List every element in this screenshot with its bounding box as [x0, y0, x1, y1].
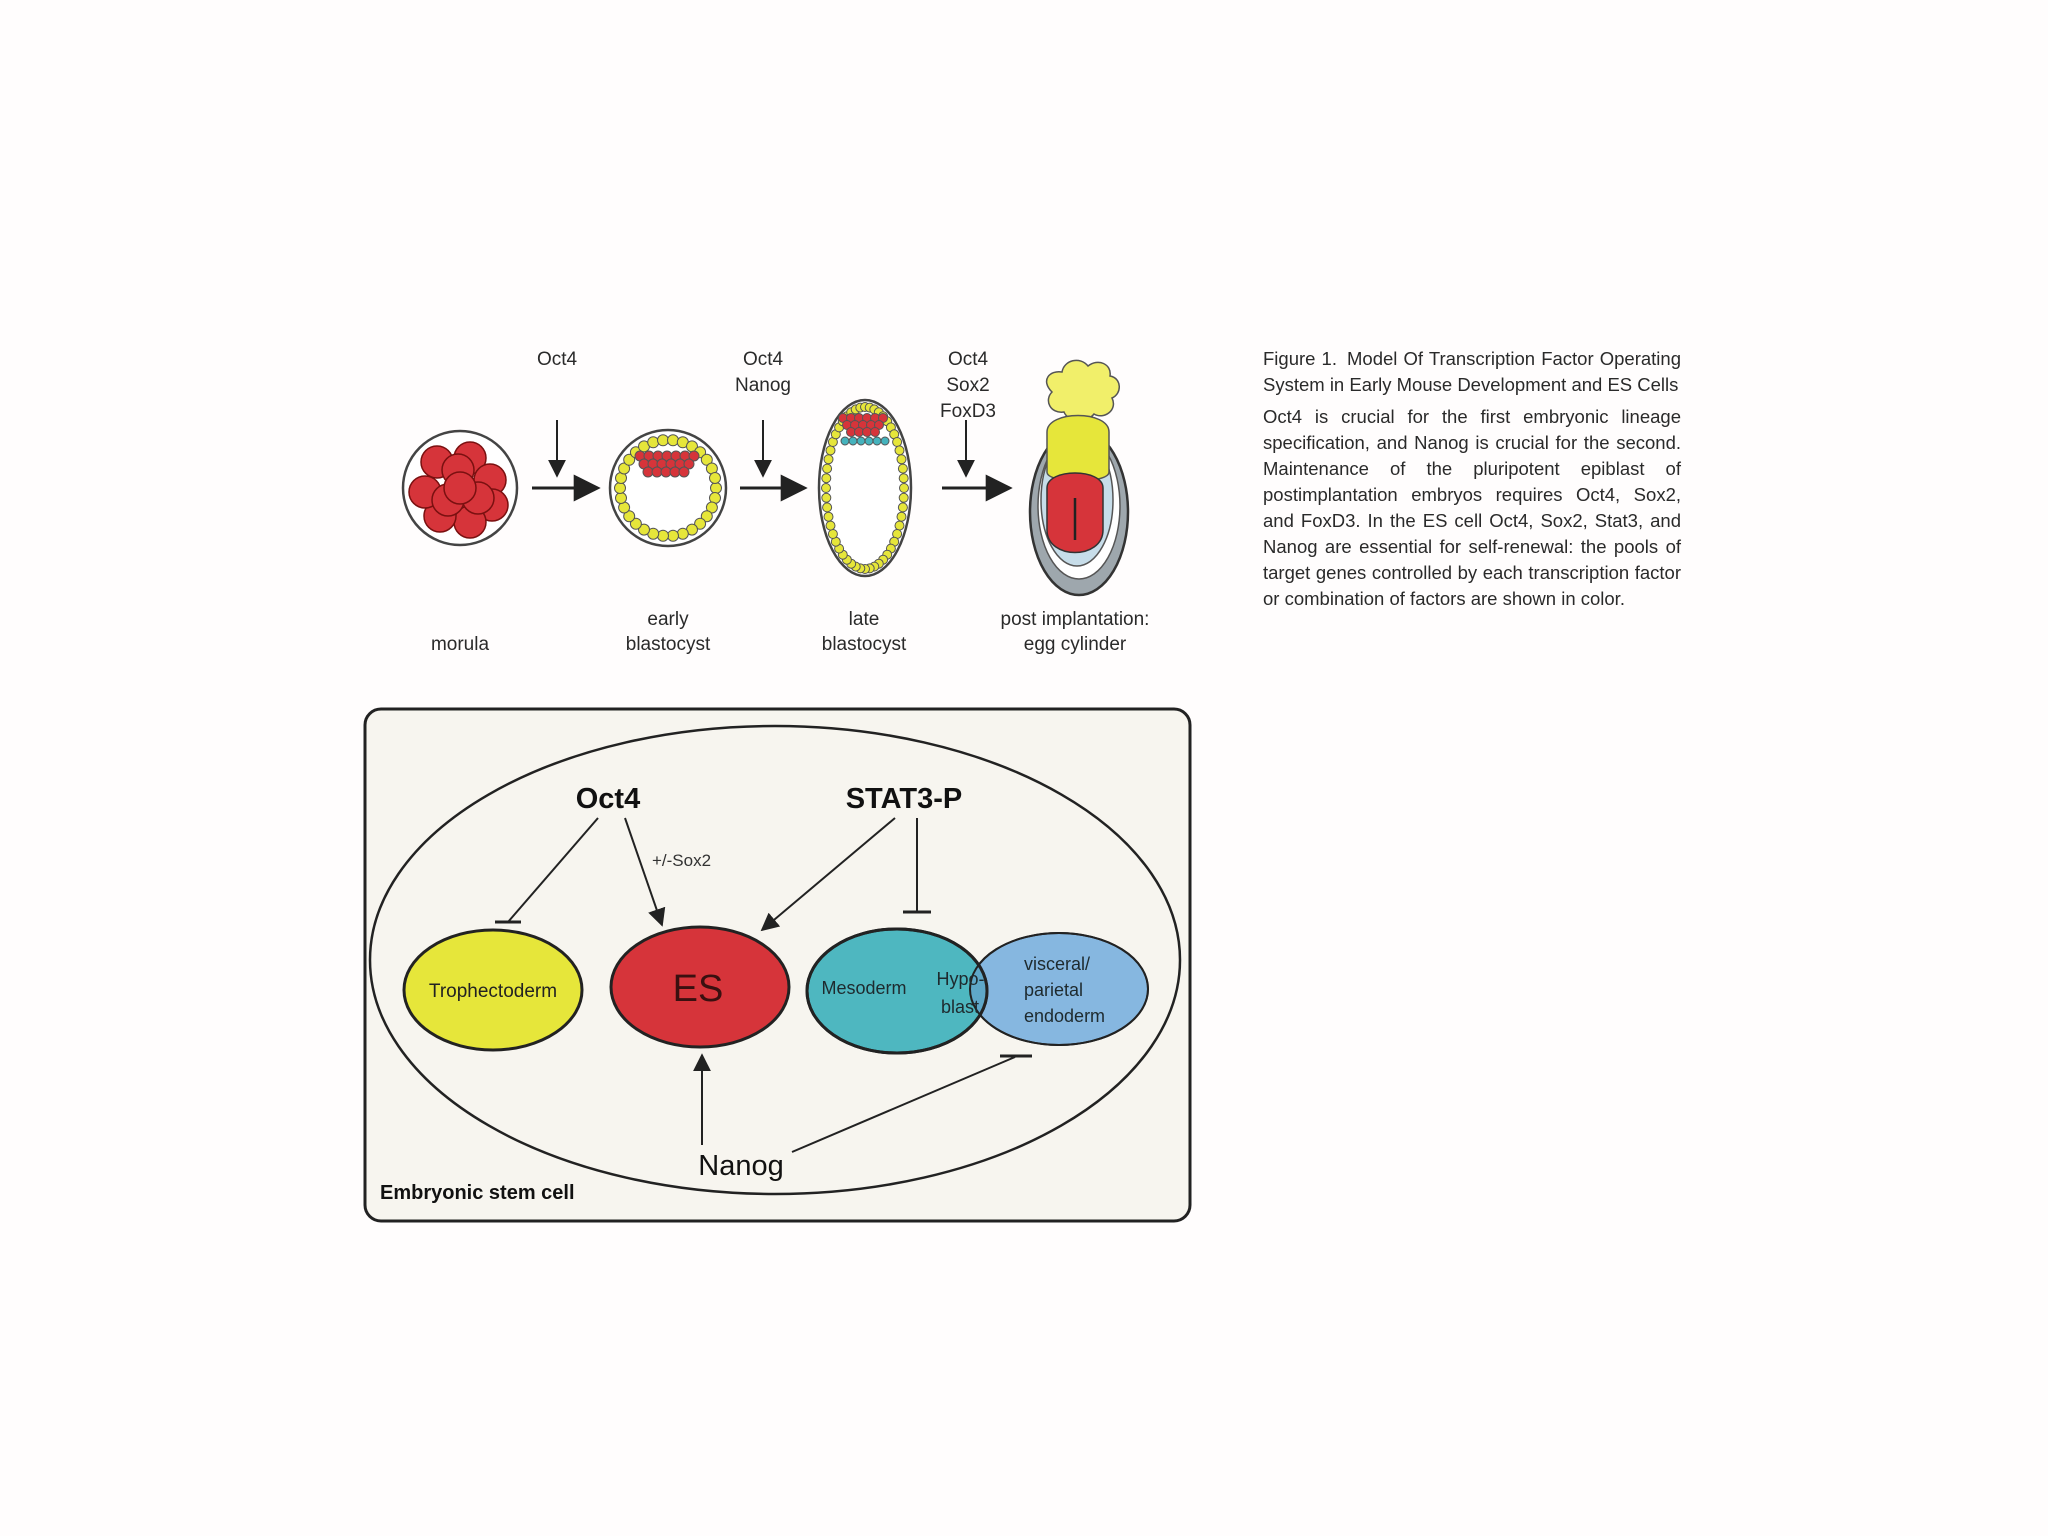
late-blastocyst-embryo — [817, 398, 913, 578]
trophectoderm-cell — [667, 529, 679, 542]
trophectoderm-cell — [710, 482, 722, 494]
endoderm-label: visceral/ parietal endoderm — [1024, 954, 1105, 1026]
trophectoderm-cell — [623, 453, 636, 466]
trophectoderm-cell — [705, 501, 718, 514]
primitive-endoderm-cell — [856, 436, 866, 446]
trophectoderm-cell — [896, 454, 907, 465]
trophectoderm-cell — [821, 492, 832, 503]
es-node — [609, 925, 791, 1049]
trophectoderm-cell — [896, 511, 907, 522]
trophectoderm-cell — [897, 502, 908, 513]
trophectoderm-cell — [823, 454, 834, 465]
trophectoderm-cell — [898, 492, 909, 503]
embryonic-stem-cell-label: Embryonic stem cell — [380, 1182, 575, 1204]
trophectoderm-cell — [623, 510, 636, 523]
trophectoderm-cell — [657, 529, 669, 542]
inner-cell-mass-cell — [683, 458, 695, 470]
trophectoderm-cell — [899, 483, 909, 493]
mesoderm-label: Mesoderm — [821, 978, 906, 998]
morula-embryo — [401, 429, 519, 547]
caption-title-text: Model Of Transcription Factor Operating … — [1263, 348, 1681, 395]
es-cell-diagram: Trophectoderm ES Mesoderm Hypo- blast vi… — [363, 707, 1192, 1223]
trophectoderm-cell — [614, 482, 626, 494]
figure-number: Figure 1. — [1263, 348, 1337, 369]
trophectoderm-cell — [657, 434, 669, 447]
es-label: ES — [673, 968, 724, 1010]
trophectoderm-cell — [647, 436, 660, 449]
trophectoderm-cell — [638, 523, 650, 536]
caption-title: Figure 1.Model Of Transcription Factor O… — [1263, 346, 1681, 398]
trophectoderm-cell — [667, 434, 679, 447]
oct4-regulator-label: Oct4 — [576, 783, 640, 815]
stat3-activates-es — [760, 817, 896, 932]
trophectoderm-cell — [897, 463, 908, 474]
stage-label-morula: morula — [431, 634, 490, 655]
trophectoderm-cell — [700, 453, 713, 466]
trophectoderm-node — [402, 928, 584, 1052]
trophectoderm-cell — [676, 527, 689, 540]
oct4-activates-es — [624, 817, 666, 927]
early-blastocyst-embryo — [608, 428, 728, 548]
trophectoderm-cell — [821, 483, 831, 493]
stat3-regulator-label: STAT3-P — [846, 783, 963, 815]
trophectoderm-cell — [823, 511, 834, 522]
morula-cell — [443, 471, 477, 505]
inner-cell-mass-cell — [688, 450, 700, 462]
trophectoderm-cell — [694, 517, 707, 530]
trophectoderm-cell — [825, 520, 836, 531]
primitive-endoderm-cell — [880, 436, 890, 446]
trophectoderm-cell — [700, 510, 713, 523]
trophectoderm-cell — [615, 492, 627, 504]
stage-label-egg-cylinder: post implantation:egg cylinder — [1001, 609, 1150, 655]
sox2-note: +/-Sox2 — [652, 851, 711, 870]
trophectoderm-cell — [894, 520, 905, 531]
trophectoderm-label: Trophectoderm — [429, 981, 557, 1002]
primitive-endoderm-cell — [848, 436, 858, 446]
trophectoderm-cell — [822, 502, 833, 513]
primitive-endoderm-cell — [872, 436, 882, 446]
oct4-inhibits-trophectoderm — [507, 817, 599, 923]
trophectoderm-cell — [709, 472, 721, 484]
factor-label-1: Oct4 — [537, 349, 578, 370]
trophectoderm-cell — [892, 437, 903, 447]
trophectoderm-cell — [898, 473, 909, 484]
trophectoderm-cell — [825, 445, 836, 456]
inner-cell-mass-cell — [678, 466, 690, 478]
figure-caption: Figure 1.Model Of Transcription Factor O… — [1263, 346, 1681, 612]
nanog-regulator-label: Nanog — [698, 1150, 783, 1182]
trophectoderm-cell — [821, 473, 832, 484]
trophectoderm-cell — [827, 529, 838, 539]
trophectoderm-cell — [629, 517, 642, 530]
primitive-endoderm-cell — [864, 436, 874, 446]
trophectoderm-cell — [618, 462, 631, 475]
trophectoderm-cell — [822, 463, 833, 474]
caption-body: Oct4 is crucial for the first embryonic … — [1263, 406, 1681, 609]
trophectoderm-cell — [894, 445, 905, 456]
nanog-inhibits-endoderm — [791, 1056, 1016, 1153]
hypoblast-label: Hypo- blast — [936, 969, 989, 1017]
egg-cylinder-embryo — [1028, 359, 1130, 597]
primitive-endoderm-cell — [840, 436, 850, 446]
epiblast-cell — [870, 427, 880, 437]
